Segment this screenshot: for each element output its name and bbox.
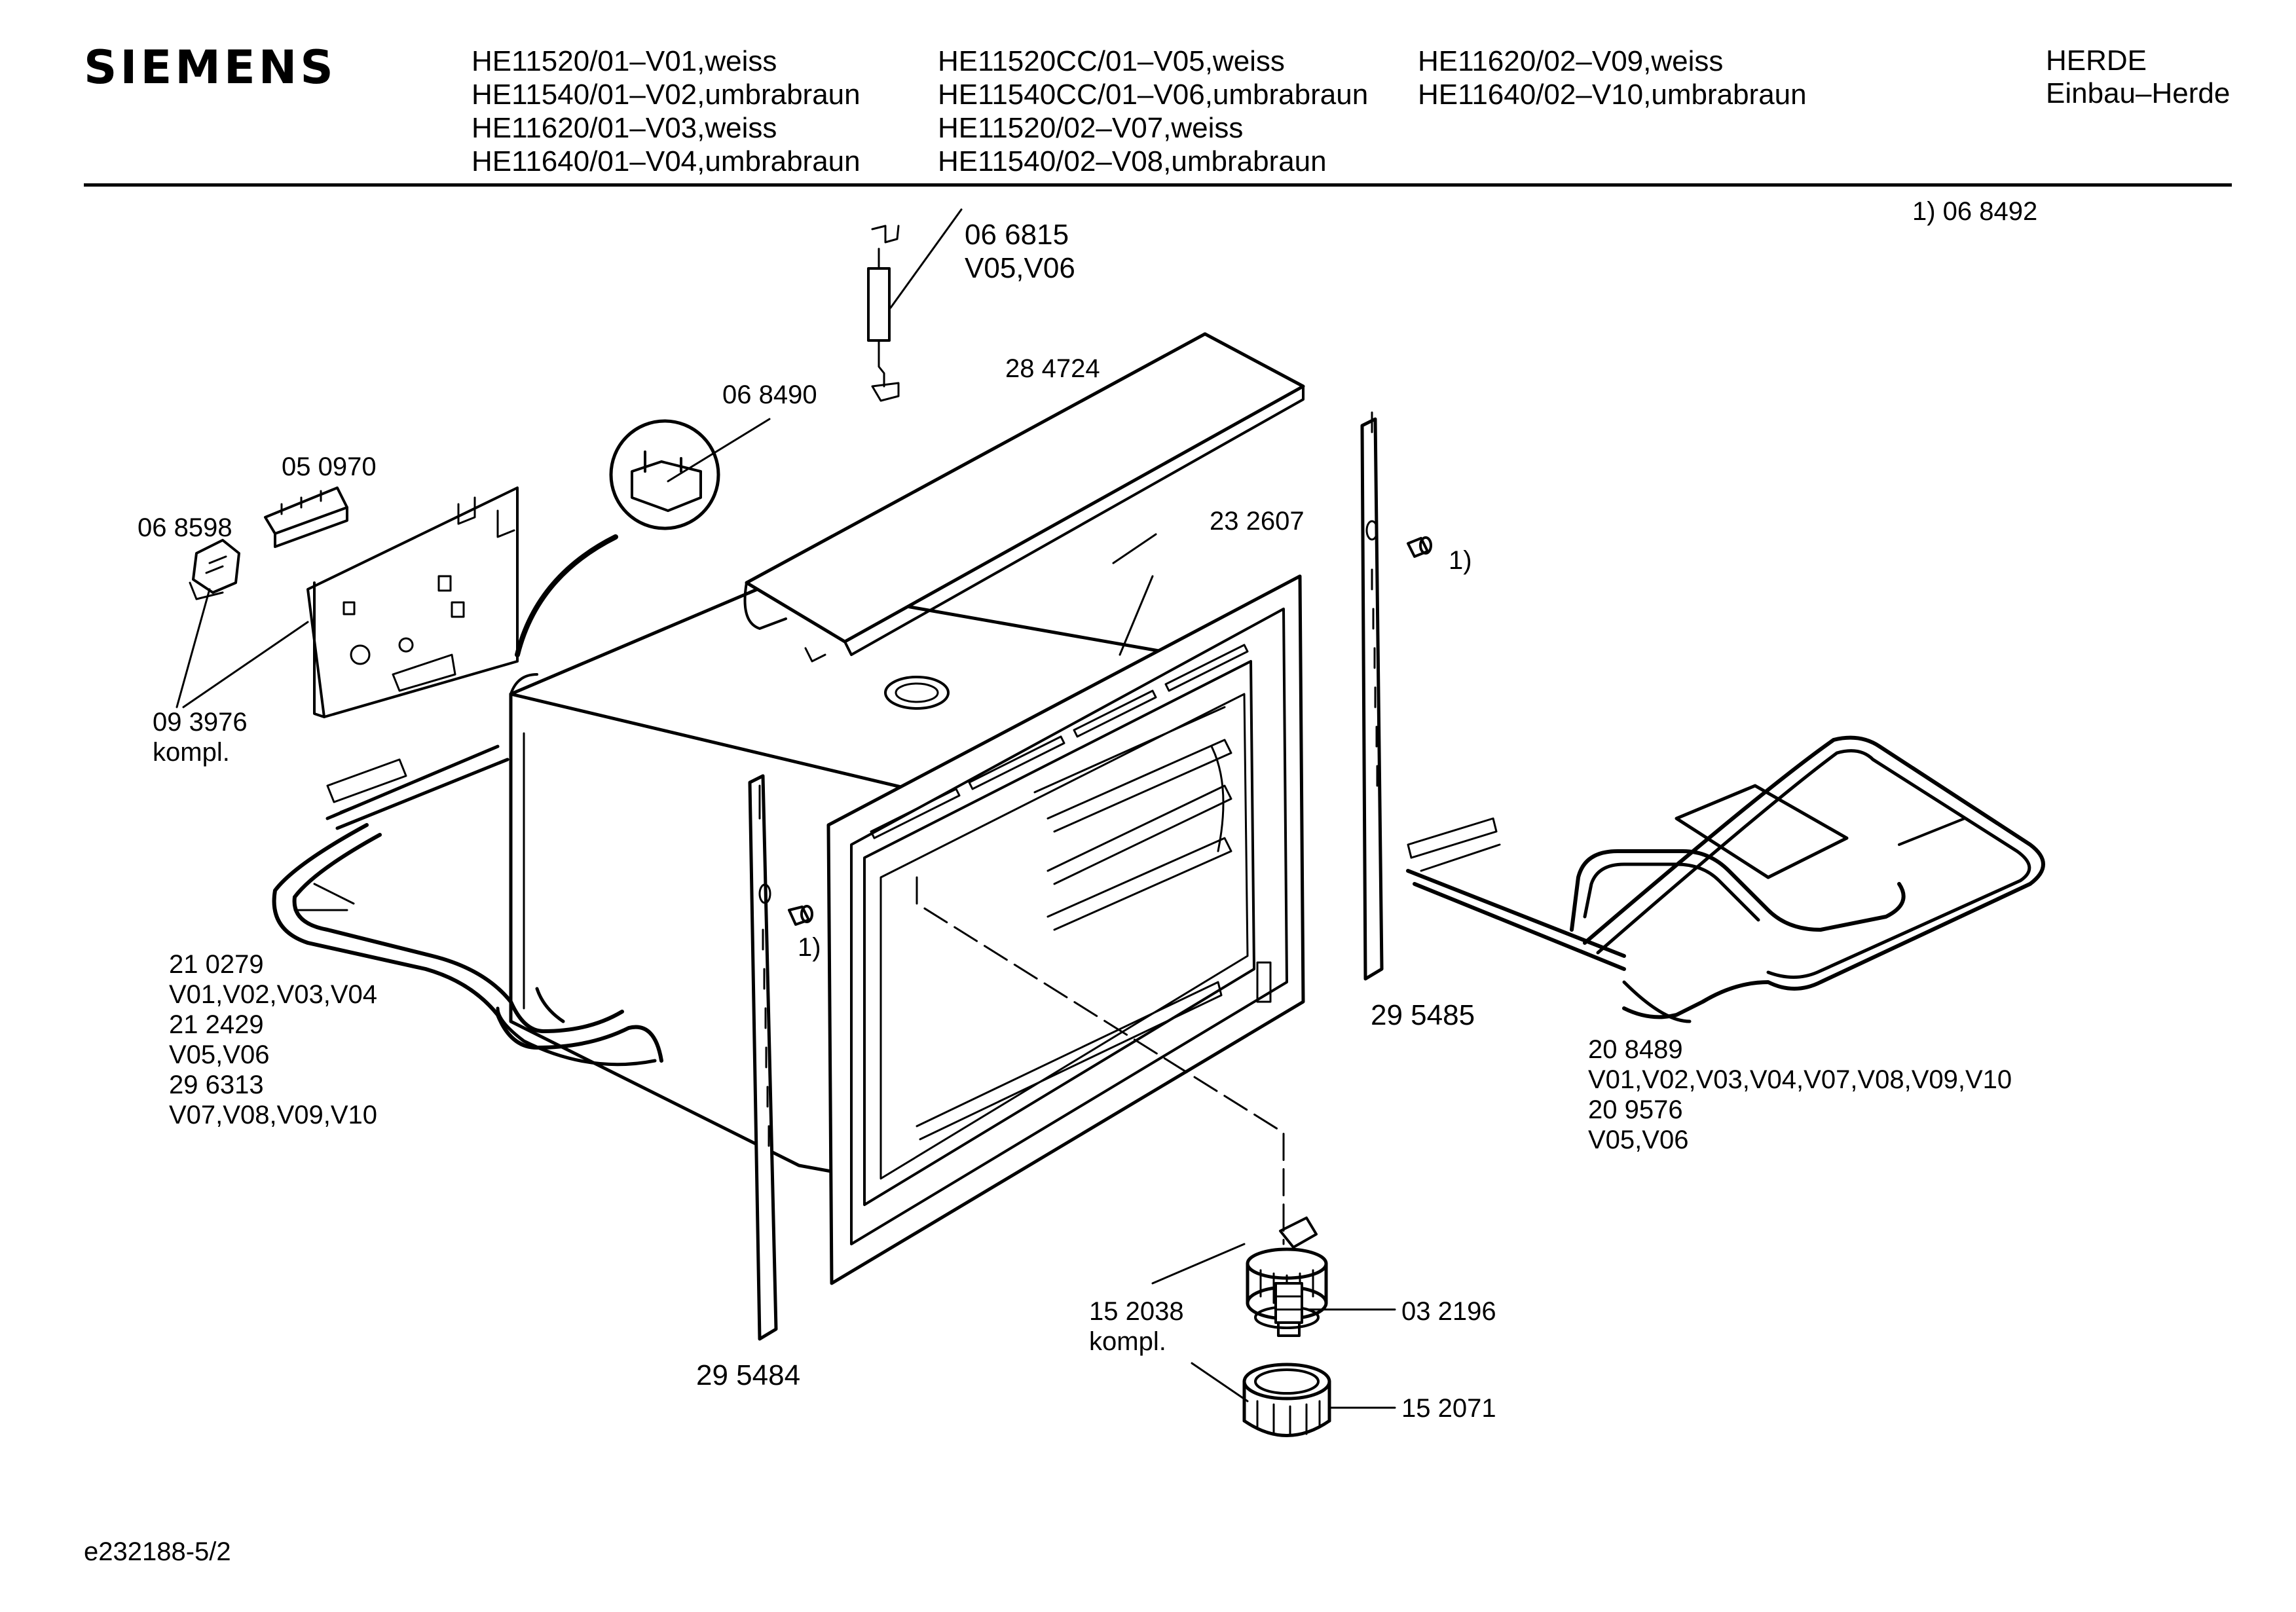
part-note: kompl. xyxy=(1089,1327,1166,1356)
model-entry: HE11640/01–V04,umbrabraun xyxy=(472,145,861,177)
model-list-col-3: HE11620/02–V09,weiss HE11640/02–V10,umbr… xyxy=(1418,45,1807,111)
part-note: kompl. xyxy=(153,738,230,767)
part-number: 21 2429 xyxy=(169,1010,264,1039)
thermostat-068490 xyxy=(609,419,720,530)
category-line: Einbau–Herde xyxy=(2046,77,2231,109)
heating-element-left xyxy=(272,744,663,1067)
model-entry: HE11520CC/01–V05,weiss xyxy=(938,45,1285,77)
model-entry: HE11540/01–V02,umbrabraun xyxy=(472,79,861,111)
part-label-152038: 15 2038 kompl. xyxy=(1089,1296,1184,1357)
category-line: HERDE xyxy=(2046,45,2147,77)
knob-assembly xyxy=(1242,1217,1331,1437)
part-label-284724: 28 4724 xyxy=(1005,354,1100,383)
part-label-295484: 29 5484 xyxy=(696,1359,801,1391)
mounting-plate xyxy=(264,486,519,718)
model-entry: HE11540/02–V08,umbrabraun xyxy=(938,145,1327,177)
part-label-068598: 06 8598 xyxy=(138,513,232,542)
part-number: 09 3976 xyxy=(153,708,248,737)
side-strip-right xyxy=(1360,411,1432,981)
part-label-left-heater: 21 0279 V01,V02,V03,V04 21 2429 V05,V06 … xyxy=(169,949,377,1130)
model-entry: HE11520/02–V07,weiss xyxy=(938,112,1244,144)
part-number: 20 9576 xyxy=(1588,1095,1683,1124)
model-list-col-1: HE11520/01–V01,weiss HE11540/01–V02,umbr… xyxy=(472,45,861,178)
part-label-152071: 15 2071 xyxy=(1401,1394,1496,1423)
drawing-code: e232188-5/2 xyxy=(84,1537,231,1566)
variant-list: V07,V08,V09,V10 xyxy=(169,1101,378,1129)
variant-list: V01,V02,V03,V04 xyxy=(169,980,378,1009)
part-number: 06 6815 xyxy=(965,219,1069,251)
bracket-066815 xyxy=(867,225,900,402)
part-number: 21 0279 xyxy=(169,950,264,979)
product-category: HERDE Einbau–Herde xyxy=(2046,45,2230,110)
switch-068598 xyxy=(189,539,240,600)
part-label-093976: 09 3976 kompl. xyxy=(153,707,248,767)
part-number: 15 2038 xyxy=(1089,1297,1184,1326)
model-entry: HE11640/02–V10,umbrabraun xyxy=(1418,79,1807,111)
oven-front-frame xyxy=(826,574,1305,1285)
heating-element-right xyxy=(1406,735,2045,1023)
part-label-295485: 29 5485 xyxy=(1371,999,1475,1031)
model-entry: HE11540CC/01–V06,umbrabraun xyxy=(938,79,1369,111)
footnote-marker-left: 1) xyxy=(798,933,821,962)
model-list-col-2: HE11520CC/01–V05,weiss HE11540CC/01–V06,… xyxy=(938,45,1368,178)
part-label-068490: 06 8490 xyxy=(722,380,817,409)
model-entry: HE11620/02–V09,weiss xyxy=(1418,45,1724,77)
part-label-032196: 03 2196 xyxy=(1401,1297,1496,1326)
brand-logo: SIEMENS xyxy=(84,41,337,94)
model-entry: HE11620/01–V03,weiss xyxy=(472,112,777,144)
variant-list: V05,V06 xyxy=(965,252,1075,284)
leader-lines xyxy=(176,208,1396,1409)
variant-list: V05,V06 xyxy=(1588,1126,1689,1154)
part-number: 29 6313 xyxy=(169,1071,264,1099)
part-label-050970: 05 0970 xyxy=(282,452,377,481)
model-entry: HE11520/01–V01,weiss xyxy=(472,45,777,77)
part-number: 20 8489 xyxy=(1588,1035,1683,1064)
top-cover-rail xyxy=(743,332,1305,663)
footnote-ref: 1) 06 8492 xyxy=(1912,197,2038,226)
variant-list: V05,V06 xyxy=(169,1040,270,1069)
part-label-232607: 23 2607 xyxy=(1210,507,1305,536)
header-divider xyxy=(84,183,2232,187)
part-label-right-heater: 20 8489 V01,V02,V03,V04,V07,V08,V09,V10 … xyxy=(1588,1035,2012,1155)
side-strip-left xyxy=(748,774,813,1341)
part-label-066815: 06 6815 V05,V06 xyxy=(965,218,1075,285)
footnote-marker-right: 1) xyxy=(1449,546,1472,575)
variant-list: V01,V02,V03,V04,V07,V08,V09,V10 xyxy=(1588,1065,2012,1094)
